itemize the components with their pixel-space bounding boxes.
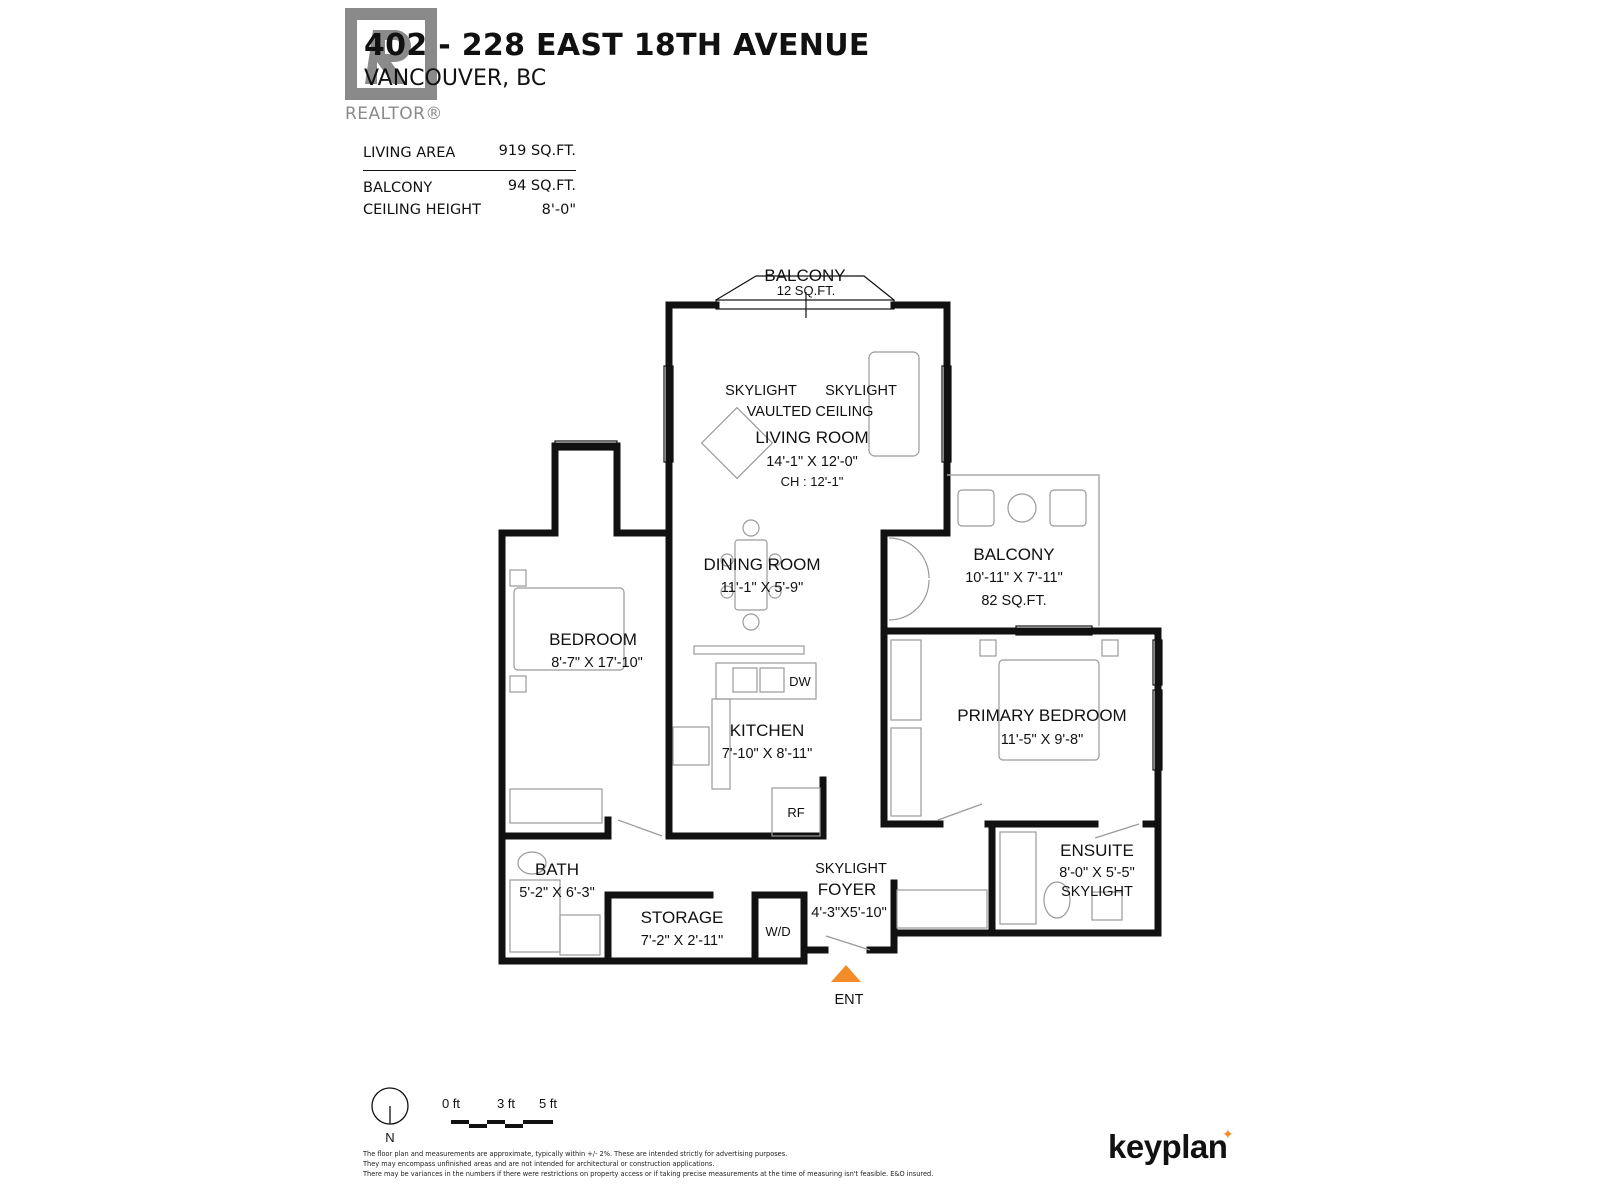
foyer-skylight: SKYLIGHT	[815, 861, 887, 877]
primary-bedroom-name: PRIMARY BEDROOM	[957, 706, 1126, 725]
north-arrow-icon	[371, 1087, 409, 1125]
realtor-logo	[345, 8, 437, 100]
dining-room-dims: 11'-1" X 5'-9"	[721, 580, 803, 596]
scale-label-0: 0 ft	[442, 1096, 460, 1111]
kitchen-name: KITCHEN	[730, 721, 805, 740]
storage-name: STORAGE	[641, 908, 724, 927]
disclaimer-line-3: There may be variances in the numbers if…	[363, 1170, 934, 1178]
scale-label-5: 5 ft	[539, 1096, 557, 1111]
living-room-ceiling: CH : 12'-1"	[781, 474, 844, 489]
disclaimer-line-2: They may encompass unfinished areas and …	[363, 1160, 715, 1168]
scale-bar	[451, 1120, 553, 1128]
bedroom-dims: 8'-7" X 17'-10"	[551, 655, 643, 671]
stats-divider	[363, 170, 576, 171]
living-room-dims: 14'-1" X 12'-0"	[766, 454, 858, 470]
bedroom-name: BEDROOM	[549, 630, 637, 649]
disclaimer-line-1: The floor plan and measurements are appr…	[363, 1150, 788, 1158]
fixtures	[509, 351, 1140, 956]
storage-dims: 7'-2" X 2'-11"	[641, 933, 723, 949]
bath-dims: 5'-2" X 6'-3"	[519, 885, 594, 901]
foyer-dims: 4'-3"X5'-10"	[811, 905, 886, 921]
entrance-label: ENT	[835, 992, 864, 1008]
side-balcony-name: BALCONY	[973, 545, 1054, 564]
side-balcony-dims: 10'-11" X 7'-11"	[965, 570, 1063, 586]
north-label: N	[385, 1130, 394, 1145]
washer-dryer-label: W/D	[765, 924, 790, 939]
top-balcony-name: BALCONY	[764, 266, 845, 285]
page-subtitle: VANCOUVER, BC	[364, 66, 547, 91]
exterior-walls	[498, 301, 1162, 965]
living-skylight-1: SKYLIGHT	[725, 383, 797, 399]
windows	[554, 275, 1163, 771]
ensuite-name: ENSUITE	[1060, 841, 1134, 860]
living-room-name: LIVING ROOM	[755, 428, 868, 447]
ensuite-skylight: SKYLIGHT	[1061, 884, 1133, 900]
bath-name: BATH	[535, 860, 579, 879]
living-skylight-2: SKYLIGHT	[825, 383, 897, 399]
balcony-label: BALCONY	[363, 180, 433, 196]
entrance-marker-icon	[831, 965, 861, 982]
keyplan-flame-icon: ✦	[1222, 1127, 1234, 1143]
balcony-outline	[947, 474, 1100, 626]
keyplan-logo: keyplan	[1108, 1128, 1228, 1165]
dining-room-name: DINING ROOM	[703, 555, 820, 574]
top-balcony-area: 12 SQ.FT.	[777, 283, 836, 298]
scale-label-3: 3 ft	[497, 1096, 515, 1111]
ensuite-dims: 8'-0" X 5'-5"	[1059, 865, 1134, 881]
living-area-value: 919 SQ.FT.	[498, 143, 576, 159]
living-vaulted-ceiling: VAULTED CEILING	[747, 404, 874, 420]
kitchen-dims: 7'-10" X 8'-11"	[722, 746, 813, 762]
dishwasher-label: DW	[789, 674, 811, 689]
living-area-label: LIVING AREA	[363, 145, 456, 161]
ceiling-height-value: 8'-0"	[541, 202, 576, 218]
page-title: 402 - 228 EAST 18TH AVENUE	[364, 28, 870, 63]
ceiling-height-label: CEILING HEIGHT	[363, 202, 481, 218]
realtor-wordmark: REALTOR®	[345, 104, 443, 124]
balcony-value: 94 SQ.FT.	[507, 178, 576, 194]
foyer-name: FOYER	[818, 880, 877, 899]
fridge-label: RF	[787, 805, 804, 820]
primary-bedroom-dims: 11'-5" X 9'-8"	[1001, 732, 1083, 748]
side-balcony-area: 82 SQ.FT.	[981, 593, 1046, 609]
disclaimer: The floor plan and measurements are appr…	[363, 1149, 983, 1179]
